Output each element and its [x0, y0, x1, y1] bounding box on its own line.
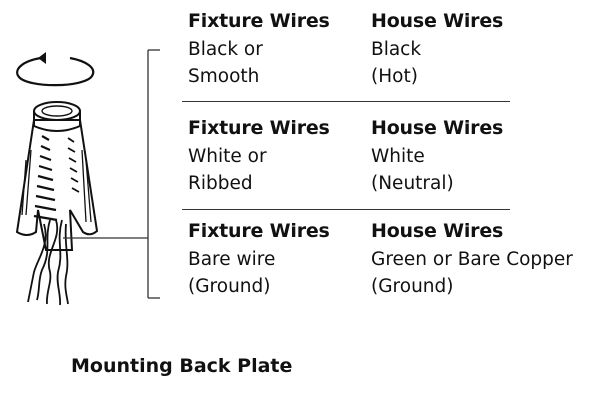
house-wire-line: Green or Bare Copper — [371, 249, 573, 270]
twist-arrow-icon — [16, 52, 95, 87]
house-wires-header: House Wires — [371, 117, 504, 139]
fixture-wire-line: (Ground) — [188, 276, 271, 297]
row-divider — [182, 101, 510, 102]
fixture-wires-header: Fixture Wires — [188, 117, 330, 139]
twisted-wires-icon — [27, 219, 69, 306]
fixture-wire-description: Black or Smooth — [188, 36, 263, 90]
fixture-wires-header: Fixture Wires — [188, 220, 330, 242]
wire-nut-illustration — [15, 49, 160, 306]
house-wire-description: Green or Bare Copper (Ground) — [371, 246, 573, 300]
wire-nut-icon — [15, 101, 99, 251]
fixture-wire-line: Bare wire — [188, 249, 276, 270]
fixture-wire-line: Smooth — [188, 66, 260, 87]
bracket-leader — [63, 49, 160, 299]
house-wires-header: House Wires — [371, 220, 504, 242]
fixture-wire-line: Black or — [188, 39, 263, 60]
row-divider — [182, 209, 510, 210]
house-wire-line: White — [371, 146, 425, 167]
fixture-wire-description: White or Ribbed — [188, 143, 267, 197]
house-wire-line: (Ground) — [371, 276, 454, 297]
house-wire-description: Black (Hot) — [371, 36, 421, 90]
house-wire-description: White (Neutral) — [371, 143, 454, 197]
fixture-wire-description: Bare wire (Ground) — [188, 246, 275, 300]
house-wire-line: Black — [371, 39, 422, 60]
section-title: Mounting Back Plate — [71, 355, 293, 377]
fixture-wires-header: Fixture Wires — [188, 10, 330, 32]
house-wires-header: House Wires — [371, 10, 504, 32]
house-wire-line: (Neutral) — [371, 173, 454, 194]
fixture-wire-line: White or — [188, 146, 267, 167]
fixture-wire-line: Ribbed — [188, 173, 253, 194]
house-wire-line: (Hot) — [371, 66, 418, 87]
